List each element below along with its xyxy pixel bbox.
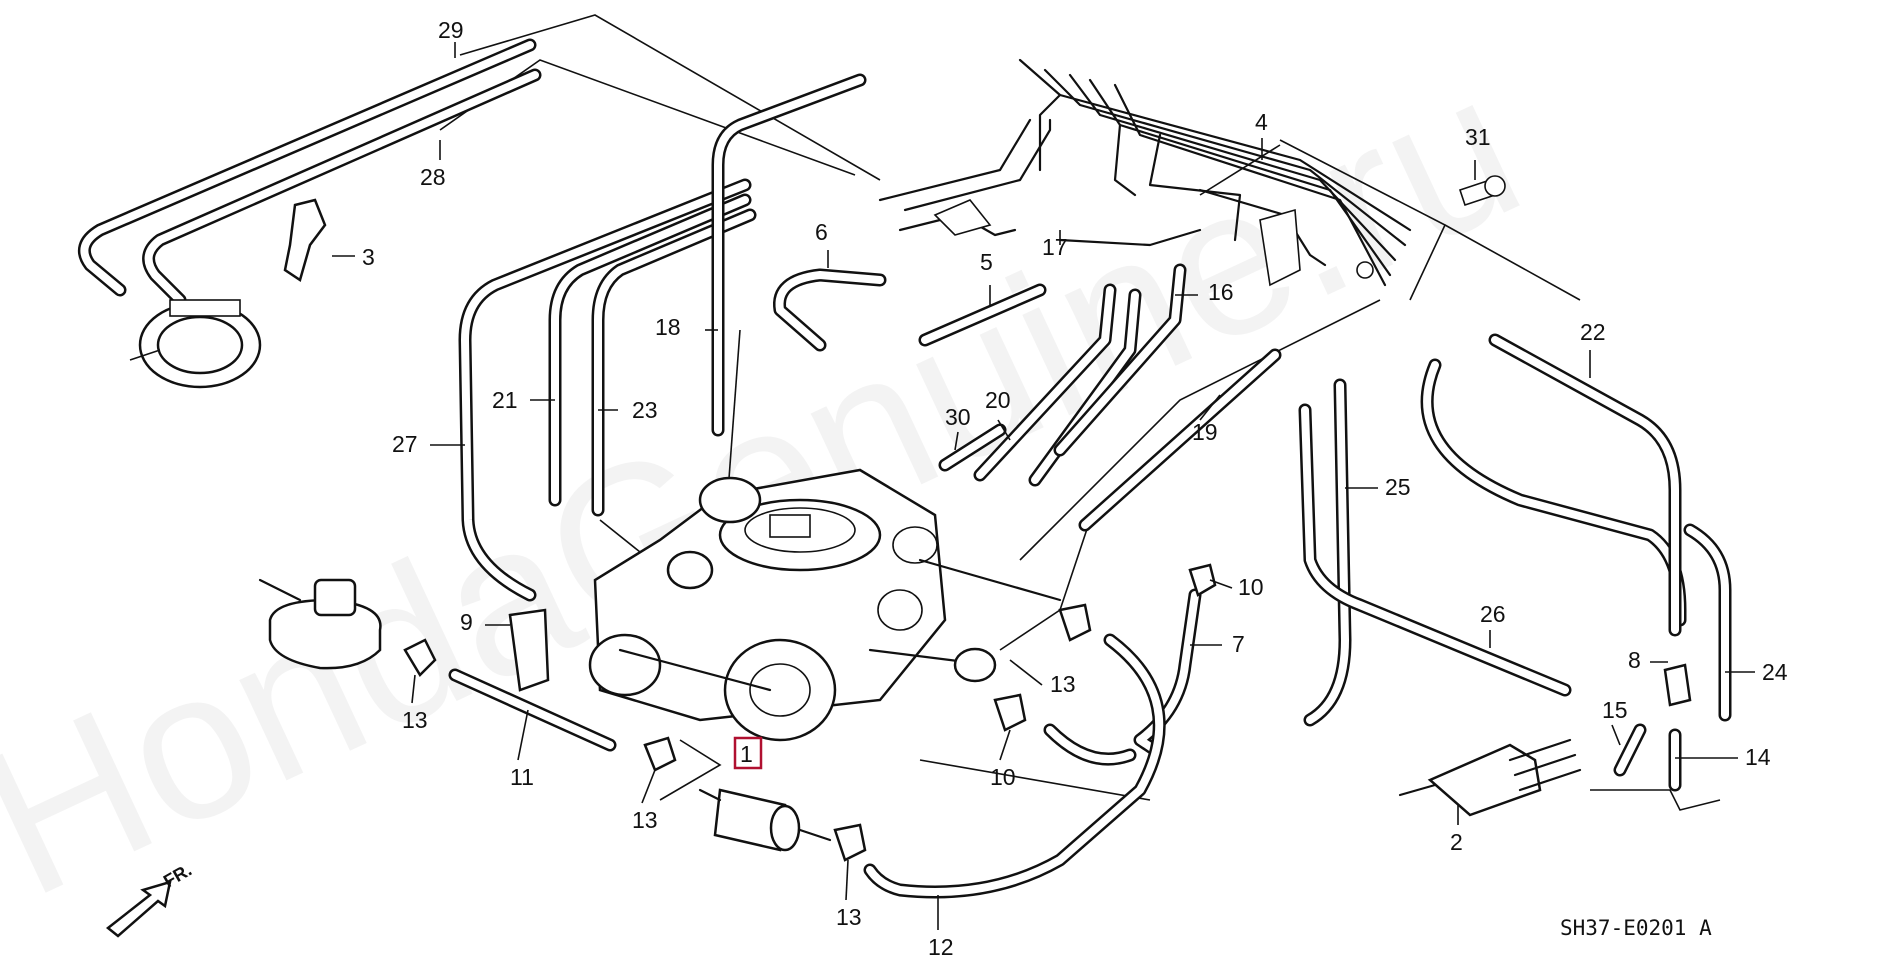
callout-2[interactable]: 2 — [1450, 829, 1463, 855]
vacuum-chamber — [258, 578, 382, 670]
callout-10b[interactable]: 10 — [990, 764, 1016, 790]
callout-leaders — [332, 42, 1755, 930]
clip-9 — [508, 608, 550, 692]
vacuum-valve-left — [129, 299, 262, 389]
callout-30[interactable]: 30 — [945, 404, 971, 430]
callout-13b[interactable]: 13 — [632, 807, 658, 833]
diagram-code: SH37-E0201 A — [1560, 916, 1712, 940]
callout-1[interactable]: 1 — [740, 741, 753, 767]
callout-10a[interactable]: 10 — [1238, 574, 1264, 600]
callout-9[interactable]: 9 — [460, 609, 473, 635]
callout-25[interactable]: 25 — [1385, 474, 1411, 500]
highlight-part-1 — [733, 736, 763, 770]
callout-14[interactable]: 14 — [1745, 744, 1771, 770]
callout-29[interactable]: 29 — [438, 17, 464, 43]
callout-21[interactable]: 21 — [492, 387, 518, 413]
callout-12[interactable]: 12 — [928, 934, 954, 957]
callout-8[interactable]: 8 — [1628, 647, 1641, 673]
callout-6[interactable]: 6 — [815, 219, 828, 245]
callout-11[interactable]: 11 — [510, 764, 534, 790]
callout-20[interactable]: 20 — [985, 387, 1011, 413]
callout-22[interactable]: 22 — [1580, 319, 1606, 345]
callout-13a[interactable]: 13 — [402, 707, 428, 733]
callouts: 1 2 3 4 5 6 7 8 9 10 10 11 12 13 13 13 1… — [362, 17, 1788, 957]
callout-4[interactable]: 4 — [1255, 109, 1268, 135]
callout-16[interactable]: 16 — [1208, 279, 1234, 305]
callout-26[interactable]: 26 — [1480, 601, 1506, 627]
callout-28[interactable]: 28 — [420, 164, 446, 190]
callout-5[interactable]: 5 — [980, 249, 993, 275]
callout-7[interactable]: 7 — [1232, 631, 1245, 657]
carburetor-assembly — [588, 468, 1062, 742]
callout-27[interactable]: 27 — [392, 431, 418, 457]
callout-23[interactable]: 23 — [632, 397, 658, 423]
fuel-filter — [698, 788, 832, 852]
callout-3[interactable]: 3 — [362, 244, 375, 270]
callout-18[interactable]: 18 — [655, 314, 681, 340]
clamps — [403, 563, 1217, 862]
temperature-sensor — [1398, 738, 1582, 817]
callout-13d[interactable]: 13 — [1050, 671, 1076, 697]
callout-24[interactable]: 24 — [1762, 659, 1788, 685]
callout-13c[interactable]: 13 — [836, 904, 862, 930]
callout-17[interactable]: 17 — [1042, 234, 1068, 260]
small-joints — [1458, 175, 1692, 707]
hoses — [77, 38, 1732, 899]
callout-15[interactable]: 15 — [1602, 697, 1628, 723]
callout-19[interactable]: 19 — [1192, 419, 1218, 445]
callout-31[interactable]: 31 — [1465, 124, 1491, 150]
pipe-bundle — [878, 58, 1412, 287]
clip-3 — [283, 198, 327, 282]
